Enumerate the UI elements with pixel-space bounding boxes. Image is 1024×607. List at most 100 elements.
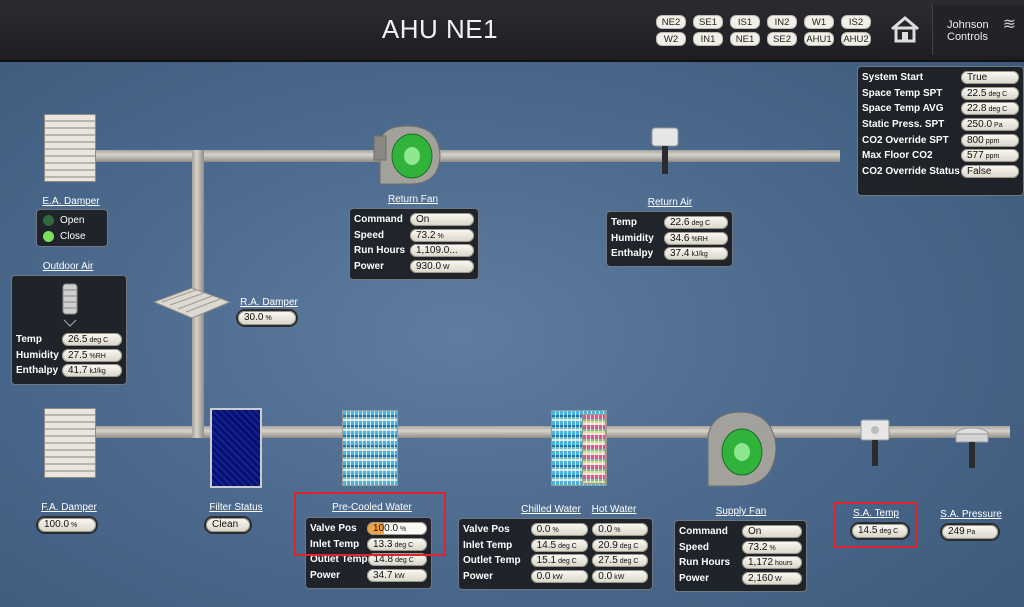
row-label: Outlet Temp: [310, 554, 368, 566]
sa-pressure-sensor-icon: [955, 427, 989, 468]
nav-button-w1[interactable]: W1: [804, 15, 834, 29]
nav-button-ahu1[interactable]: AHU1: [804, 32, 834, 46]
ea-damper-close-status: Close: [43, 231, 86, 242]
outdoor-air-label[interactable]: Outdoor Air: [42, 261, 94, 272]
supply-fan-speed-value[interactable]: 73.2%: [742, 540, 802, 554]
outdoor-sensor-icon: [62, 283, 78, 327]
return-fan-runhours-value[interactable]: 1,109.0...: [410, 244, 474, 258]
return-fan-speed-value[interactable]: 73.2%: [410, 228, 474, 242]
ra-damper-label[interactable]: R.A. Damper: [240, 297, 298, 308]
row-label: Run Hours: [354, 245, 406, 257]
nav-button-in2[interactable]: IN2: [767, 15, 797, 29]
nav-button-ne1[interactable]: NE1: [730, 32, 760, 46]
supply-fan-command-value[interactable]: On: [742, 525, 802, 539]
pre-cooled-water-label[interactable]: Pre-Cooled Water: [332, 502, 412, 513]
return-fan-runhours-row: Run Hours 1,109.0...: [354, 243, 474, 259]
row-label: Humidity: [611, 232, 654, 244]
return-fan-command-value[interactable]: On: [410, 213, 474, 227]
nav-button-in1[interactable]: IN1: [693, 32, 723, 46]
chilled-water-label[interactable]: Chilled Water: [521, 504, 581, 515]
sa-pressure-label[interactable]: S.A. Pressure: [940, 509, 1002, 520]
return-fan-command-row: Command On: [354, 212, 474, 228]
summary-row: System Start True: [862, 70, 1019, 86]
nav-button-se1[interactable]: SE1: [693, 15, 723, 29]
nav-button-is2[interactable]: IS2: [841, 15, 871, 29]
row-label: CO2 Override Status: [862, 165, 960, 177]
filter-status-label[interactable]: Filter Status: [209, 502, 263, 513]
return-air-label[interactable]: Return Air: [647, 197, 693, 208]
hot-coil-icon: [582, 414, 606, 484]
home-icon[interactable]: [888, 14, 922, 44]
return-air-sensor-icon: [651, 127, 679, 174]
nav-button-se2[interactable]: SE2: [767, 32, 797, 46]
ra-damper-value[interactable]: 30.0%: [238, 311, 296, 325]
ea-damper-louver: [44, 114, 96, 182]
row-label: System Start: [862, 72, 924, 84]
sa-temp-sensor-icon: [860, 419, 890, 466]
chilled-valve-value[interactable]: 0.0%: [530, 523, 589, 537]
close-label: Close: [60, 231, 86, 242]
row-label: Enthalpy: [611, 248, 654, 260]
outdoor-humidity-value[interactable]: 27.5%RH: [62, 348, 122, 362]
row-label: Space Temp SPT: [862, 87, 943, 99]
johnson-controls-logo: Johnson Controls ≋: [932, 5, 1024, 55]
hot-water-label[interactable]: Hot Water: [591, 504, 637, 515]
highlight-box-sa-temp: [834, 502, 918, 548]
supply-fan-label[interactable]: Supply Fan: [715, 506, 767, 517]
ea-damper-label[interactable]: E.A. Damper: [42, 196, 100, 207]
nav-button-w2[interactable]: W2: [656, 32, 686, 46]
return-fan-label[interactable]: Return Fan: [387, 194, 439, 205]
fa-damper-value[interactable]: 100.0%: [38, 518, 96, 532]
nav-button-ne2[interactable]: NE2: [656, 15, 686, 29]
nav-button-ahu2[interactable]: AHU2: [841, 32, 871, 46]
logo-line-2: Controls: [947, 31, 988, 43]
co2-override-status-value[interactable]: False: [961, 164, 1019, 178]
supply-fan-command-row: Command On: [679, 524, 802, 540]
row-label: Power: [679, 573, 710, 585]
nav-button-is1[interactable]: IS1: [730, 15, 760, 29]
filter-status-value[interactable]: Clean: [206, 518, 250, 532]
pcw-valve-value[interactable]: 100.0%: [367, 522, 427, 536]
system-start-value[interactable]: True: [961, 71, 1019, 85]
hot-valve-value[interactable]: 0.0%: [592, 523, 648, 537]
fa-damper-label[interactable]: F.A. Damper: [41, 502, 97, 513]
sa-temp-label[interactable]: S.A. Temp: [853, 508, 899, 519]
return-air-humidity-value[interactable]: 34.6%RH: [664, 231, 728, 245]
